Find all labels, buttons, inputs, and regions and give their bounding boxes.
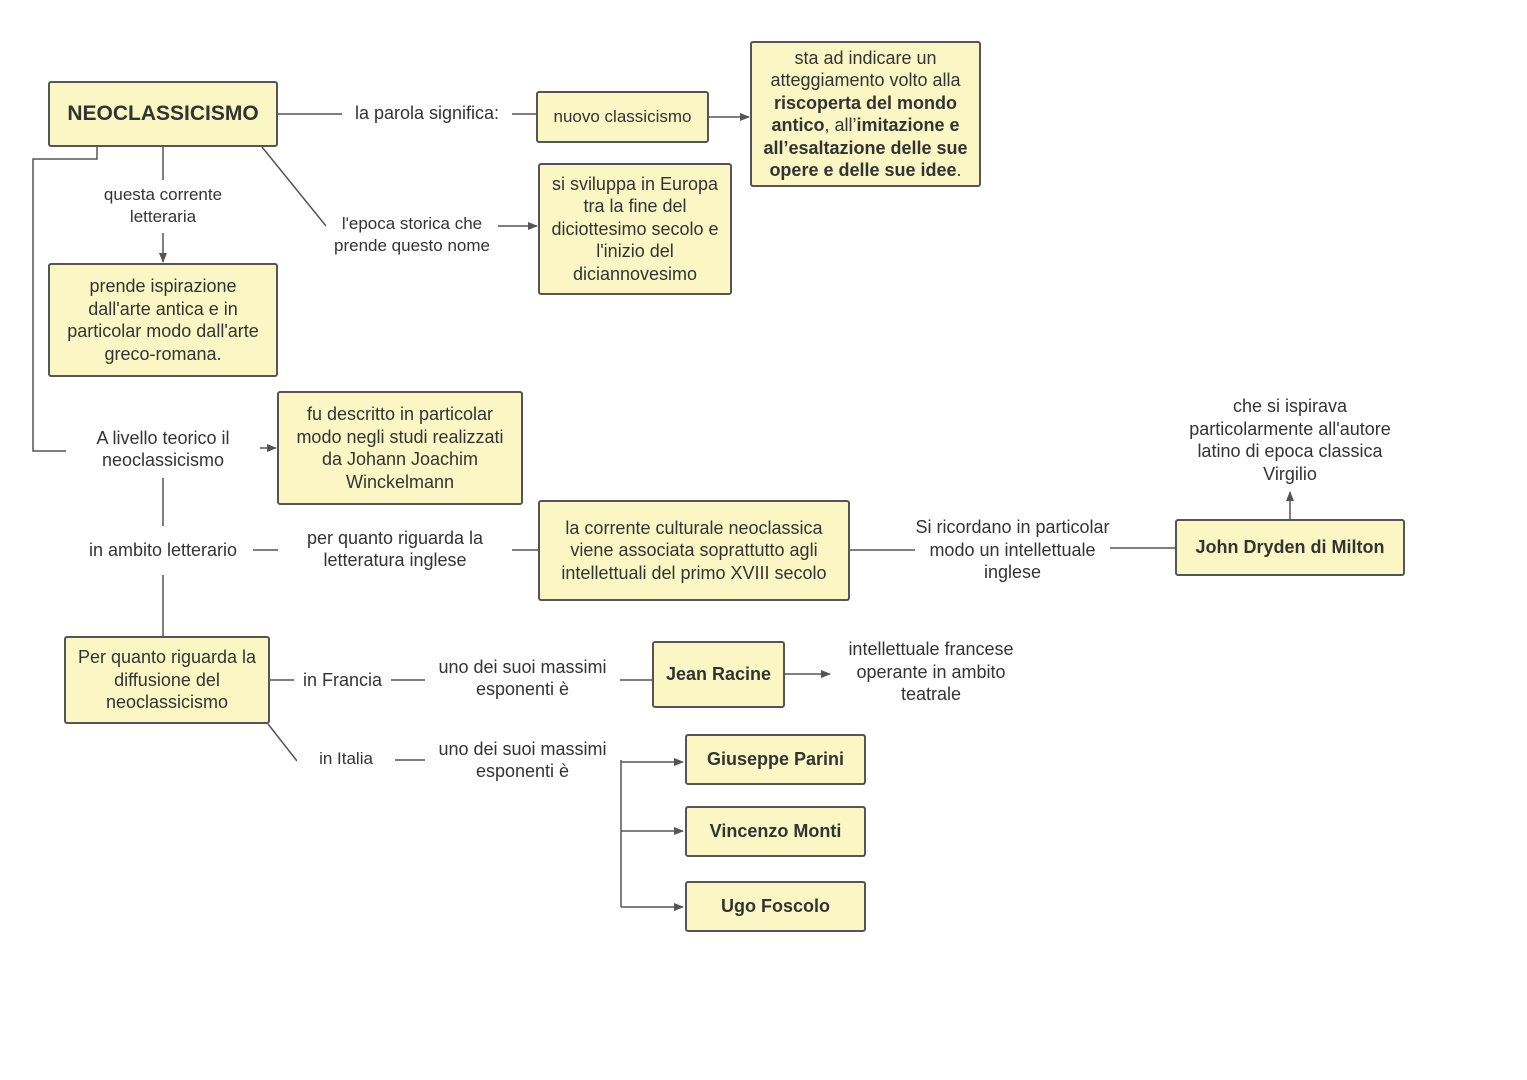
meaning-text-bold: imitazione e all’esaltazione delle sue o… bbox=[763, 115, 968, 180]
edge-label-meaning: la parola significa: bbox=[343, 100, 511, 126]
node-diffusion: Per quanto riguarda la diffusione del ne… bbox=[64, 636, 270, 724]
node-virgil-note: che si ispirava particolarmente all'auto… bbox=[1170, 393, 1410, 487]
node-inspiration: prende ispirazione dall'arte antica e in… bbox=[48, 263, 278, 377]
node-winckelmann: fu descritto in particolar modo negli st… bbox=[277, 391, 523, 505]
node-racine-note: intellettuale francese operante in ambit… bbox=[833, 636, 1029, 708]
edge-label-literary: in ambito letterario bbox=[76, 537, 250, 563]
node-meaning-text: sta ad indicare un atteggiamento volto a… bbox=[758, 47, 973, 182]
meaning-text-part: . bbox=[956, 160, 962, 180]
connector-line bbox=[261, 146, 327, 227]
node-dryden: John Dryden di Milton bbox=[1175, 519, 1405, 576]
edge-label-english-lit: per quanto riguarda la letteratura ingle… bbox=[278, 524, 512, 574]
edge-label-france-exponent: uno dei suoi massimi esponenti è bbox=[425, 653, 620, 703]
meaning-text-part: sta ad indicare un atteggiamento volto a… bbox=[770, 47, 961, 91]
meaning-text-bold: riscoperta del mondo antico bbox=[771, 92, 958, 136]
edge-label-current: questa corrente letteraria bbox=[84, 180, 242, 232]
edge-label-remember: Si ricordano in particolar modo un intel… bbox=[915, 514, 1110, 586]
node-new-classicism: nuovo classicismo bbox=[536, 91, 709, 143]
node-english-current: la corrente culturale neoclassica viene … bbox=[538, 500, 850, 601]
connector-line bbox=[267, 723, 298, 762]
edge-label-france: in Francia bbox=[294, 667, 391, 693]
edge-label-theory: A livello teorico il neoclassicismo bbox=[66, 424, 260, 474]
edge-label-epoch: l'epoca storica che prende questo nome bbox=[326, 200, 498, 270]
edge-label-italy: in Italia bbox=[297, 746, 395, 772]
edge-label-italy-exponent: uno dei suoi massimi esponenti è bbox=[425, 735, 620, 785]
connector-line bbox=[32, 147, 98, 452]
node-foscolo: Ugo Foscolo bbox=[685, 881, 866, 932]
node-racine: Jean Racine bbox=[652, 641, 785, 708]
node-monti: Vincenzo Monti bbox=[685, 806, 866, 857]
node-europe: si sviluppa in Europa tra la fine del di… bbox=[538, 163, 732, 295]
node-parini: Giuseppe Parini bbox=[685, 734, 866, 785]
node-meaning-description: sta ad indicare un atteggiamento volto a… bbox=[750, 41, 981, 187]
root-node: NEOCLASSICISMO bbox=[48, 81, 278, 147]
meaning-text-part: , all’ bbox=[824, 115, 857, 135]
